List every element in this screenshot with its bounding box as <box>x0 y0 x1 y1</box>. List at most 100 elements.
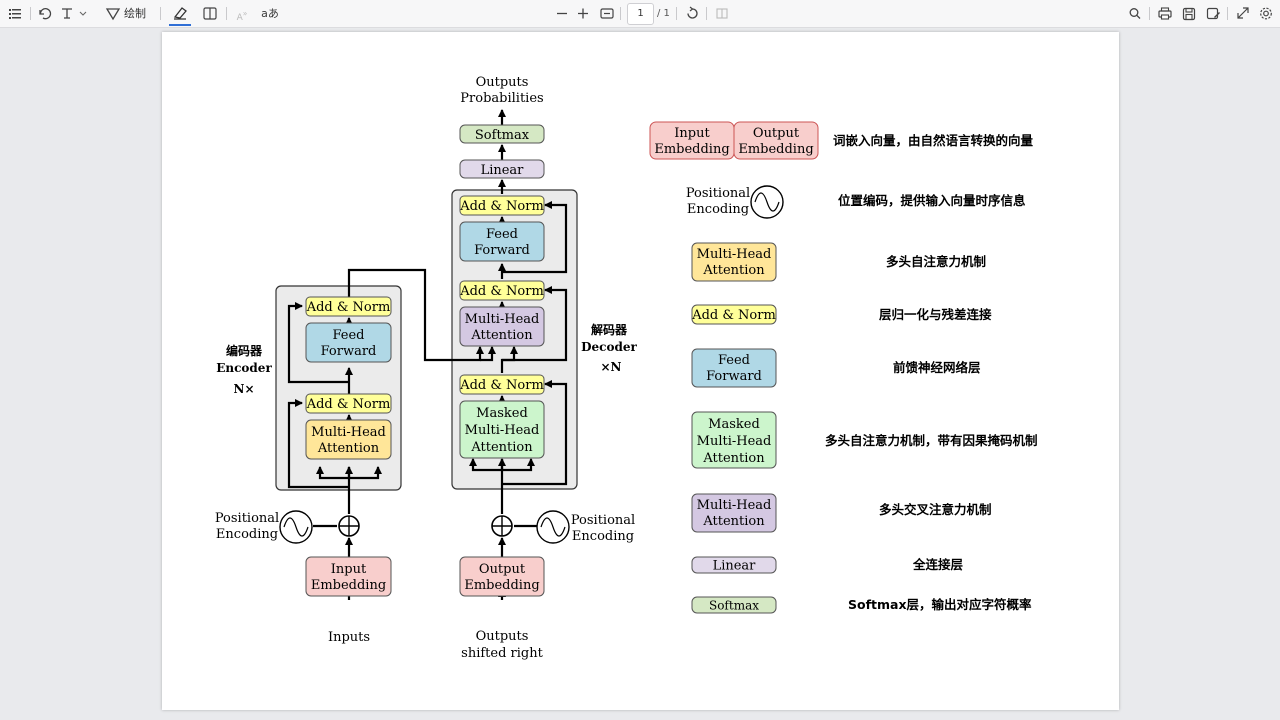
label: Feed <box>332 328 364 343</box>
enc-add-norm-1: Add & Norm <box>305 393 392 414</box>
dec-residual-1 <box>502 380 568 486</box>
settings-icon[interactable] <box>1257 0 1275 27</box>
save-as-icon[interactable] <box>1204 0 1222 27</box>
chevron-down-icon[interactable] <box>77 0 89 27</box>
decoder-en-label: Decoder <box>581 340 637 354</box>
label: Forward <box>474 243 530 258</box>
save-icon[interactable] <box>1180 0 1198 27</box>
legend-desc: 多头自注意力机制 <box>886 254 986 269</box>
dec-cross-attention: Multi-Head Attention <box>459 306 545 347</box>
legend-softmax: Softmax <box>691 596 777 614</box>
label: Output <box>479 562 526 577</box>
encoder-en-label: Encoder <box>216 361 272 375</box>
decoder-cn-label: 解码器 <box>591 322 628 337</box>
legend-embedding: Input Embedding Output Embedding <box>649 121 819 160</box>
input-embedding: Input Embedding <box>305 556 392 597</box>
label: Masked <box>708 417 760 432</box>
page-view-icon[interactable] <box>713 0 731 27</box>
dec-add-norm-3: Add & Norm <box>459 195 545 216</box>
draw-icon[interactable] <box>104 0 122 27</box>
label: Forward <box>706 369 762 384</box>
pe-label-enc: Encoding <box>216 527 278 542</box>
print-icon[interactable] <box>1156 0 1174 27</box>
dec-feed-forward: Feed Forward <box>459 221 545 262</box>
undo-icon[interactable] <box>35 0 53 27</box>
rotate-icon[interactable] <box>683 0 701 27</box>
fit-page-icon[interactable] <box>598 0 616 27</box>
legend-add-norm: Add & Norm <box>691 304 777 325</box>
label: Embedding <box>311 578 386 593</box>
label: Feed <box>486 227 518 242</box>
label: Forward <box>321 344 377 359</box>
encoder-cn-label: 编码器 <box>225 343 263 358</box>
enc-add-norm-2: Add & Norm <box>305 296 392 317</box>
label: Add & Norm <box>459 378 544 393</box>
legend-multi-head: Multi-Head Attention <box>691 242 777 282</box>
legend-desc: 全连接层 <box>912 557 964 572</box>
label: Input <box>331 562 367 577</box>
enc-to-dec-line <box>347 268 484 362</box>
expand-icon[interactable] <box>1234 0 1252 27</box>
label: Positional <box>686 186 750 201</box>
page-total: / 1 <box>657 8 670 19</box>
softmax-box: Softmax <box>459 124 545 144</box>
page-number-input[interactable]: 1 <box>627 3 654 25</box>
draw-label[interactable]: 绘制 <box>124 7 146 20</box>
label: Add & Norm <box>459 284 544 299</box>
probabilities-label: Probabilities <box>460 91 543 106</box>
label: Embedding <box>654 142 729 157</box>
outputs-shifted-label: Outputs <box>476 629 529 644</box>
add-circle-dec <box>491 515 513 537</box>
label: Linear <box>481 163 525 178</box>
pe-label-enc: Positional <box>215 511 279 526</box>
label: Feed <box>718 353 750 368</box>
label: Softmax <box>709 599 759 613</box>
eraser-icon[interactable] <box>169 0 191 26</box>
label: Multi-Head <box>465 312 540 327</box>
dec-add-norm-1: Add & Norm <box>459 374 545 395</box>
enc-branch-right <box>349 466 382 480</box>
watermark: 学 <box>1045 672 1063 693</box>
legend-desc: Softmax层，输出对应字符概率 <box>848 597 1032 612</box>
legend-feed-forward: Feed Forward <box>691 348 777 388</box>
add-circle-enc <box>338 515 360 537</box>
enc-to-dec-line-2 <box>480 346 496 362</box>
dec-masked-attention: Masked Multi-Head Attention <box>459 400 545 459</box>
label: Linear <box>713 559 757 574</box>
label: Softmax <box>475 128 530 143</box>
decoder-n-label: ×N <box>600 360 621 374</box>
enc-branch-left <box>316 466 349 480</box>
encoder-n-label: N× <box>233 382 254 396</box>
label: Attention <box>702 263 765 278</box>
legend-masked-attention: Masked Multi-Head Attention <box>691 411 777 469</box>
zoom-in-icon[interactable] <box>574 0 592 27</box>
enc-residual-1 <box>287 399 349 489</box>
label: Encoding <box>687 202 749 217</box>
highlight-icon[interactable] <box>58 0 76 27</box>
legend-linear: Linear <box>691 556 777 574</box>
search-icon[interactable] <box>1126 0 1144 27</box>
outputs-label: Outputs <box>476 75 529 90</box>
outline-icon[interactable] <box>6 0 24 27</box>
label: Output <box>753 126 800 141</box>
dec-branch-right <box>502 458 535 472</box>
label: Add & Norm <box>306 397 391 412</box>
positional-encoding-icon <box>279 510 313 544</box>
label: Attention <box>702 514 765 529</box>
read-aloud-icon[interactable]: A» <box>236 9 248 23</box>
legend-desc: 前馈神经网络层 <box>893 360 981 375</box>
dec-branch-left <box>469 458 502 472</box>
output-embedding: Output Embedding <box>459 556 545 597</box>
label: Add & Norm <box>459 199 544 214</box>
legend-positional-encoding: Positional Encoding <box>686 185 784 219</box>
text-tool-icon[interactable]: aあ <box>261 7 279 20</box>
enc-feed-forward: Feed Forward <box>305 322 392 363</box>
dec-residual-2 <box>502 286 568 362</box>
label: Multi-Head <box>465 423 540 438</box>
label: Attention <box>470 440 533 455</box>
label: Attention <box>702 451 765 466</box>
label: Attention <box>317 441 380 456</box>
zoom-out-icon[interactable] <box>553 0 571 27</box>
text-box-icon[interactable] <box>200 0 220 27</box>
